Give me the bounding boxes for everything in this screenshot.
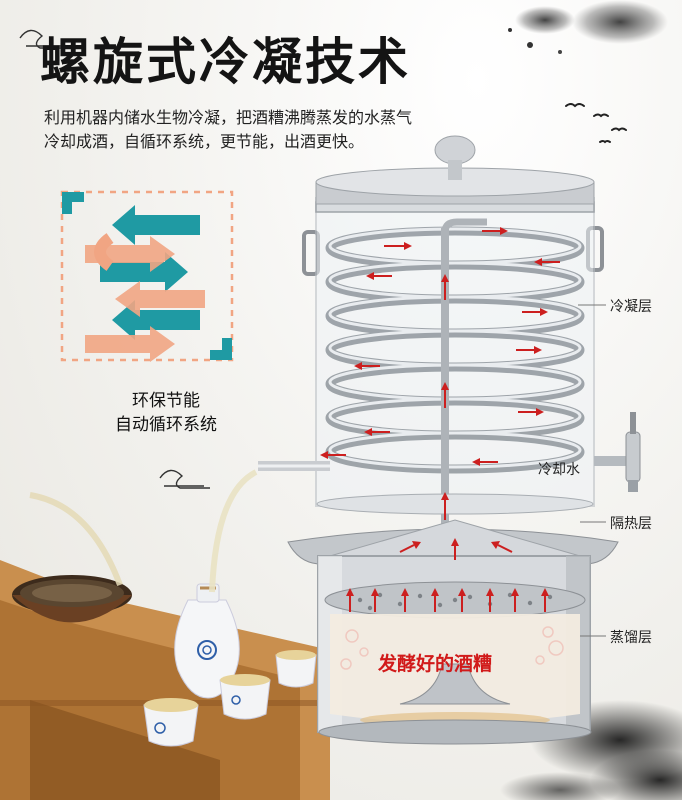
- wine-bottle: [174, 583, 240, 699]
- label-insulation-layer: 隔热层: [610, 516, 652, 532]
- headline: 螺旋式冷凝技术: [40, 33, 411, 91]
- callout-lines: [578, 304, 606, 637]
- eco-caption-line-2: 自动循环系统: [115, 415, 217, 435]
- circulation-arrows-icon: [60, 190, 234, 362]
- liquor-stream: [209, 469, 258, 593]
- pouring-stream: [29, 492, 123, 587]
- faucet-icon: [594, 412, 641, 492]
- bird-icon: [565, 103, 627, 144]
- ink-splash-top: [572, 0, 668, 44]
- label-distilling-layer: 蒸馏层: [610, 630, 652, 646]
- wine-cups: [143, 650, 317, 747]
- steam-arrow-icon: [320, 227, 560, 612]
- description-line-1: 利用机器内储水生物冷凝，把酒糟沸腾蒸发的水蒸气: [44, 108, 413, 127]
- cloud-swirl: [19, 29, 210, 489]
- label-condensing-layer: 冷凝层: [610, 299, 652, 315]
- label-cooling-water: 冷却水: [538, 462, 580, 478]
- wine-bowl: [12, 575, 132, 623]
- description-line-2: 冷却成酒，自循环系统，更节能，出酒更快。: [44, 132, 365, 151]
- ink-splash-small: [515, 6, 575, 34]
- distiller-machine: [209, 135, 641, 745]
- fermented-grains-label: 发酵好的酒糟: [378, 653, 493, 675]
- eco-caption-line-1: 环保节能: [132, 391, 200, 411]
